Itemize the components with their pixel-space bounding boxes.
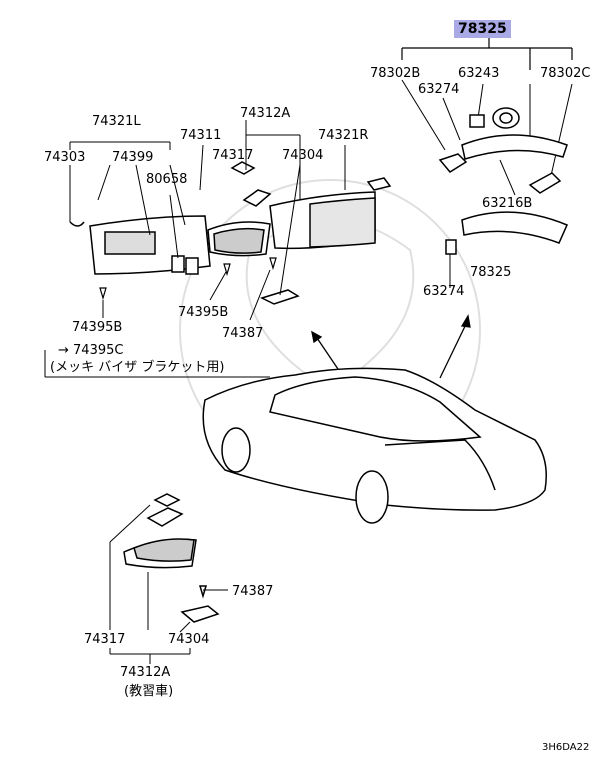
part-74321L: 74321L bbox=[92, 114, 141, 129]
part-63274-top: 63274 bbox=[418, 82, 460, 97]
part-74311: 74311 bbox=[180, 128, 222, 143]
part-74317-lower: 74317 bbox=[84, 632, 126, 647]
sun-visor-left bbox=[69, 215, 211, 275]
grab-handle-lower bbox=[445, 211, 568, 255]
part-74312A: 74312A bbox=[240, 106, 291, 121]
rear-view-mirror-upper bbox=[207, 161, 272, 257]
part-74321R: 74321R bbox=[318, 128, 369, 143]
bracket-78325 bbox=[401, 38, 573, 70]
part-74304: 74304 bbox=[282, 148, 324, 163]
part-78325-highlight: 78325 bbox=[454, 20, 511, 38]
part-74387-lower: 74387 bbox=[232, 584, 274, 599]
note-chrome-visor-bracket: (メッキ バイザ ブラケット用) bbox=[50, 360, 225, 375]
part-74387-mid: 74387 bbox=[222, 326, 264, 341]
part-78302C: 78302C bbox=[540, 66, 591, 81]
part-80658: 80658 bbox=[146, 172, 188, 187]
sun-visor-right bbox=[259, 177, 392, 305]
part-74395C-text: 74395C bbox=[73, 343, 124, 358]
part-63274-bottom: 63274 bbox=[423, 284, 465, 299]
screws bbox=[99, 257, 277, 301]
car-outline bbox=[202, 367, 547, 524]
part-74395B-left: 74395B bbox=[72, 320, 123, 335]
part-74303: 74303 bbox=[44, 150, 86, 165]
grab-handle-upper bbox=[438, 107, 568, 194]
part-74304-lower: 74304 bbox=[168, 632, 210, 647]
part-63216B: 63216B bbox=[482, 196, 533, 211]
part-78302B: 78302B bbox=[370, 66, 421, 81]
arrows bbox=[311, 314, 471, 379]
note-trainer-car: (教習車) bbox=[124, 684, 174, 699]
leader-lines-left bbox=[44, 120, 346, 378]
part-74399: 74399 bbox=[112, 150, 154, 165]
part-78325: 78325 bbox=[470, 265, 512, 280]
part-74317: 74317 bbox=[212, 148, 254, 163]
leader-lines-top-right bbox=[401, 79, 573, 288]
leader-lines-lower bbox=[109, 504, 228, 664]
part-74312A-lower: 74312A bbox=[120, 665, 171, 680]
part-63243: 63243 bbox=[458, 66, 500, 81]
part-74395C: → 74395C bbox=[58, 343, 124, 358]
part-74395B-mid: 74395B bbox=[178, 305, 229, 320]
rear-view-mirror-lower bbox=[123, 493, 220, 623]
diagram-code: 3H6DA22 bbox=[542, 742, 590, 753]
